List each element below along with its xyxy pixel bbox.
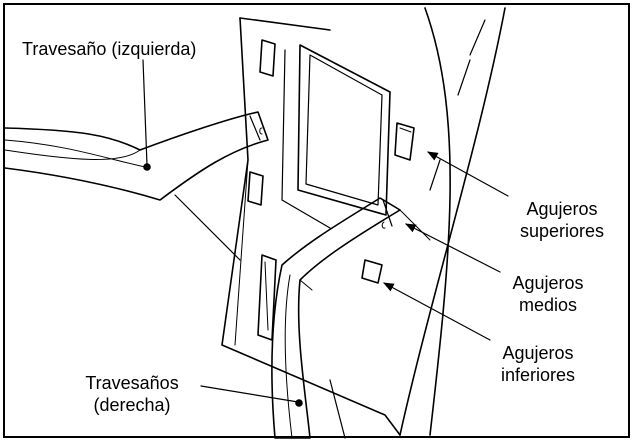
hole-middle bbox=[361, 259, 383, 284]
crossbar-left bbox=[4, 111, 269, 201]
leader-crossbar-left bbox=[142, 59, 148, 166]
label-holes-upper: Agujeros superiores bbox=[512, 198, 612, 242]
label-crossbar-left: Travesaño (izquierda) bbox=[22, 39, 197, 59]
label-crossbars-right: Travesaños (derecha) bbox=[62, 372, 202, 416]
label-crossbars-right-line1: Travesaños bbox=[85, 373, 179, 393]
leader-holes-lower bbox=[383, 282, 491, 341]
leader-holes-middle bbox=[405, 223, 501, 273]
label-holes-lower-line1: Agujeros bbox=[502, 343, 574, 363]
rear-rail-inner bbox=[399, 7, 506, 436]
label-holes-middle-line2: medios bbox=[518, 295, 578, 315]
label-crossbars-right-line2: (derecha) bbox=[93, 395, 171, 415]
rear-rail-outer bbox=[424, 7, 451, 436]
label-holes-upper-line2: superiores bbox=[519, 221, 605, 241]
slot-left-top bbox=[259, 39, 276, 77]
leader-holes-upper bbox=[427, 151, 509, 197]
label-holes-upper-line1: Agujeros bbox=[526, 199, 598, 219]
label-holes-lower-line2: inferiores bbox=[500, 365, 576, 385]
label-holes-lower: Agujeros inferiores bbox=[488, 342, 588, 386]
leader-crossbars-right bbox=[200, 385, 299, 403]
crossbar-right bbox=[271, 197, 401, 439]
hole-upper bbox=[394, 122, 415, 161]
side-panel bbox=[221, 17, 401, 436]
label-holes-middle-line1: Agujeros bbox=[512, 273, 584, 293]
label-holes-middle: Agujeros medios bbox=[498, 272, 598, 316]
panel-window bbox=[297, 44, 391, 216]
slot-left-mid bbox=[247, 171, 264, 206]
